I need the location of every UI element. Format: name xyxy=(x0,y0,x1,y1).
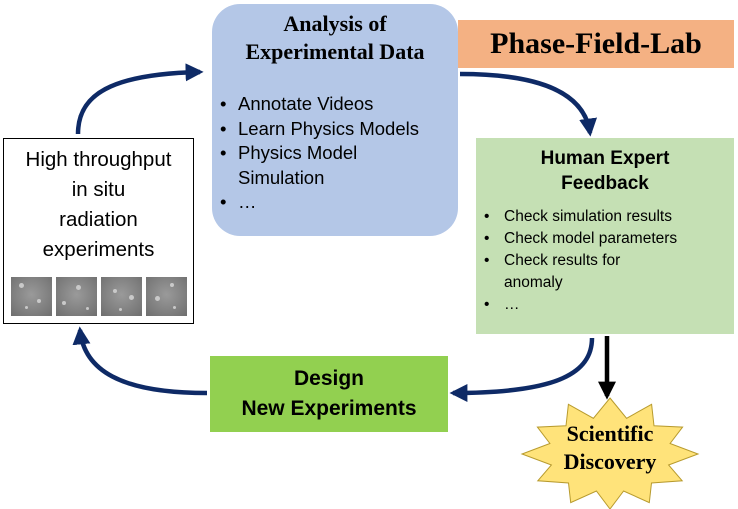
analysis-list: Annotate Videos Learn Physics Models Phy… xyxy=(220,92,419,215)
lab-label-text: Phase-Field-Lab xyxy=(490,27,702,60)
experiments-line1: High throughput xyxy=(25,148,172,171)
analysis-item: Annotate Videos xyxy=(220,92,419,117)
experiments-line3: radiation xyxy=(59,208,138,231)
design-line1: Design xyxy=(293,367,364,390)
analysis-item: Learn Physics Models xyxy=(220,117,419,142)
experiment-thumbnail xyxy=(56,277,97,316)
experiment-thumbnail xyxy=(11,277,52,316)
analysis-box: Analysis of Experimental Data Annotate V… xyxy=(212,4,458,236)
expert-item: Check simulation results xyxy=(484,206,677,228)
analysis-item-continuation: Simulation xyxy=(238,166,325,188)
design-text: Design New Experiments xyxy=(210,364,448,424)
experiments-text: High throughput in situ radiation experi… xyxy=(4,145,193,265)
analysis-title-line2: Experimental Data xyxy=(245,39,425,64)
expert-item-continuation: anomaly xyxy=(504,274,563,291)
scientific-discovery-label: Scientific Discovery xyxy=(510,420,710,476)
expert-item: Check model parameters xyxy=(484,228,677,250)
arrow-feedback-to-design xyxy=(449,337,595,402)
expert-title-line2: Feedback xyxy=(561,173,649,194)
experiments-box: High throughput in situ radiation experi… xyxy=(3,138,194,324)
experiment-thumbnail xyxy=(101,277,142,316)
design-line2: New Experiments xyxy=(241,397,417,420)
analysis-title: Analysis of Experimental Data xyxy=(212,10,458,66)
arrow-experiments-to-analysis xyxy=(75,63,204,135)
discovery-starburst xyxy=(520,397,700,509)
analysis-title-line1: Analysis of xyxy=(283,11,387,36)
expert-title: Human Expert Feedback xyxy=(476,146,734,196)
arrow-analysis-to-feedback xyxy=(459,71,598,137)
phase-field-lab-label: Phase-Field-Lab xyxy=(458,20,734,68)
analysis-item: Physics Model xyxy=(220,141,419,166)
expert-title-line1: Human Expert xyxy=(540,148,670,169)
expert-item: … xyxy=(484,294,677,316)
analysis-item: … xyxy=(220,190,419,215)
experiments-line4: experiments xyxy=(42,238,155,261)
expert-item: Check results for xyxy=(484,250,677,272)
expert-feedback-box: Human Expert Feedback Check simulation r… xyxy=(476,138,734,334)
arrow-design-to-experiments xyxy=(72,326,208,396)
expert-list: Check simulation results Check model par… xyxy=(484,206,677,316)
experiment-image-strip xyxy=(11,277,187,316)
experiment-thumbnail xyxy=(146,277,187,316)
experiments-line2: in situ xyxy=(71,178,126,201)
discovery-line2: Discovery xyxy=(563,449,657,474)
design-experiments-box: Design New Experiments xyxy=(210,356,448,432)
discovery-line1: Scientific xyxy=(566,421,654,446)
